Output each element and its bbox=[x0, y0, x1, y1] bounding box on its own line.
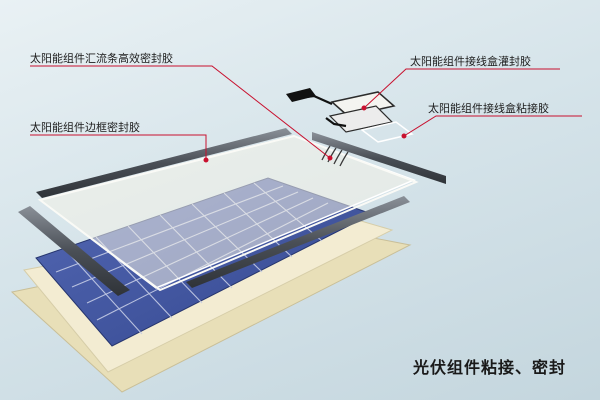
front-glass bbox=[37, 134, 419, 292]
junction-box-potting-label: 太阳能组件接线盒灌封胶 bbox=[410, 55, 531, 68]
frame-bar-bottom bbox=[186, 196, 410, 288]
frame-bar-right bbox=[312, 132, 446, 184]
frame-bar-top bbox=[36, 128, 292, 198]
frame-sealant-label: 太阳能组件边框密封胶 bbox=[30, 121, 140, 134]
bonding-adhesive-outline bbox=[360, 121, 414, 143]
junction-box-bonding-label: 太阳能组件接线盒粘接胶 bbox=[428, 102, 549, 115]
leader-lines bbox=[30, 65, 582, 163]
busbar-sealant-label: 太阳能组件汇流条高效密封胶 bbox=[30, 52, 173, 65]
junction-box-base bbox=[328, 105, 394, 133]
busbar-ribbons bbox=[321, 145, 349, 167]
cable-connector bbox=[286, 88, 316, 102]
frame-bar-left bbox=[18, 206, 130, 296]
junction-box-lid bbox=[330, 91, 396, 117]
caption: 光伏组件粘接、密封 bbox=[412, 358, 566, 377]
